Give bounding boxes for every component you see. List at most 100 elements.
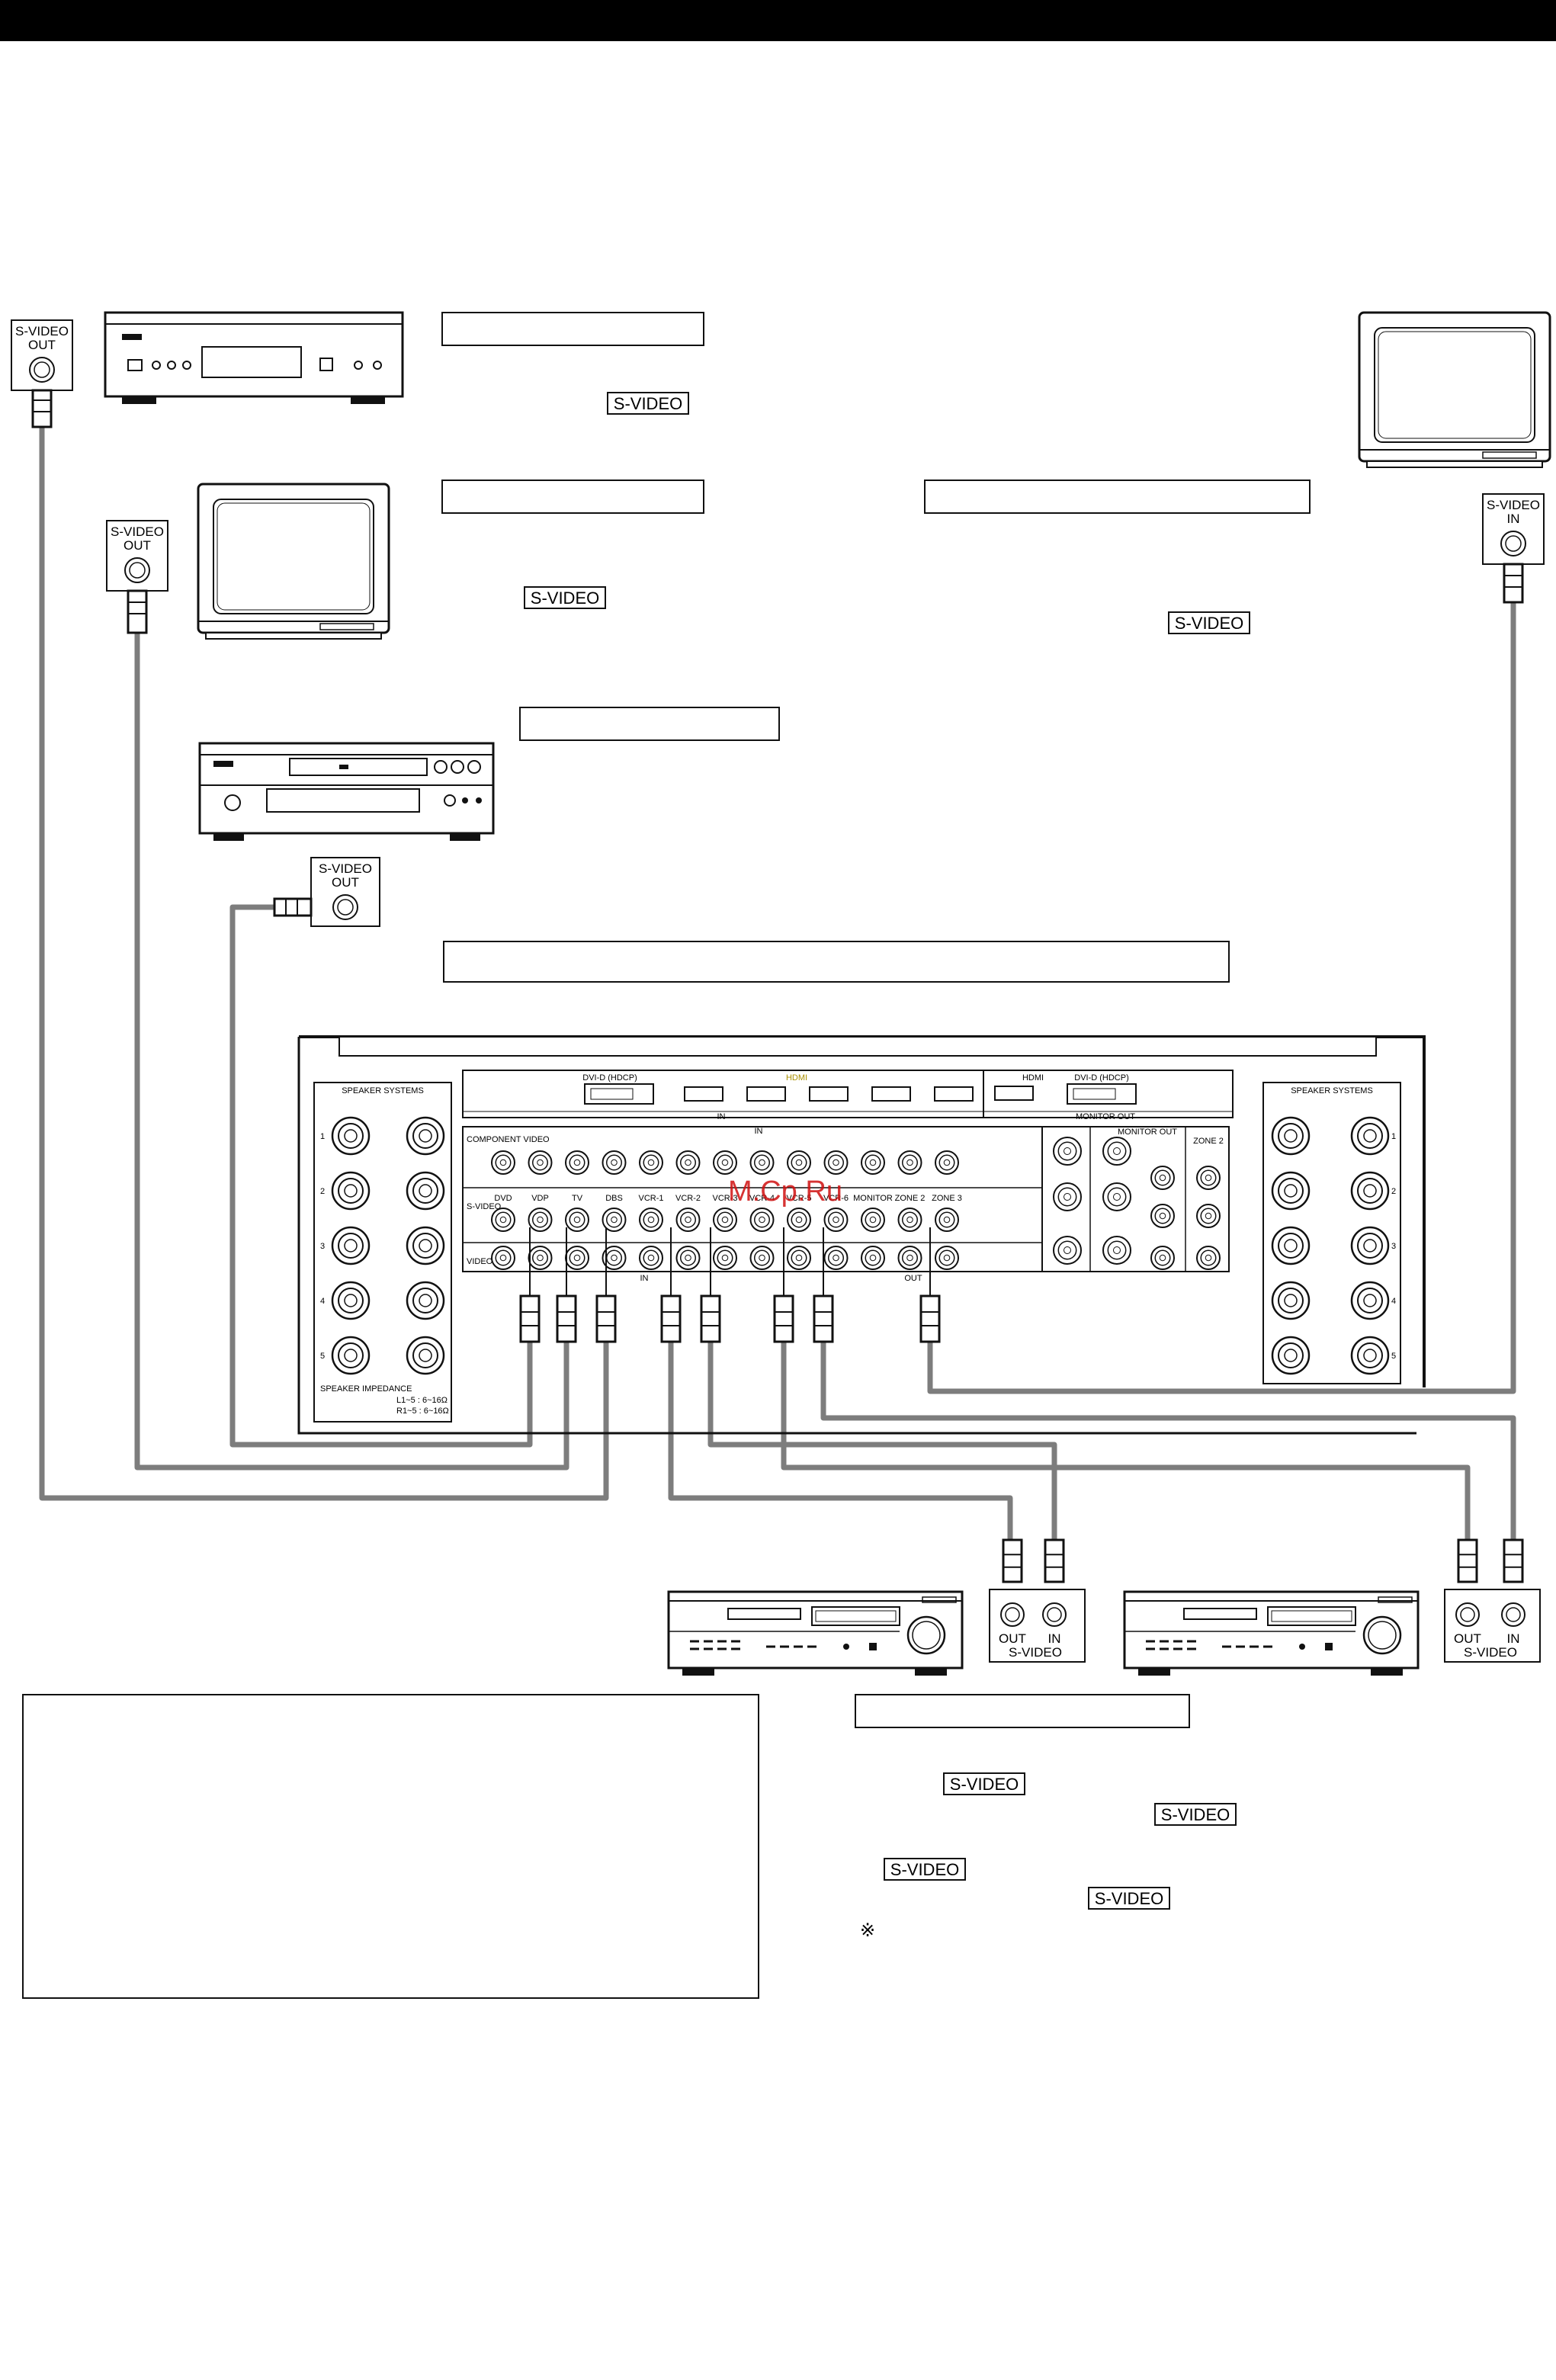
video-jack (823, 1246, 849, 1270)
speaker-terminal (406, 1171, 445, 1211)
vcr-svideo-plugs (1002, 1538, 1524, 1583)
svg-text:OUT: OUT (28, 338, 56, 352)
component-video-jack (749, 1150, 775, 1175)
component-video-jack (528, 1150, 553, 1175)
monitor-out-jack (1102, 1137, 1131, 1166)
svg-text:IN: IN (1507, 512, 1520, 526)
svideo-chip-2: S-VIDEO (524, 586, 606, 609)
svideo-plug (595, 1294, 617, 1343)
label-box-receiver (443, 941, 1230, 983)
svg-text:OUT: OUT (124, 538, 151, 553)
svideo-chip-1: S-VIDEO (607, 392, 689, 415)
svg-text:S-VIDEO: S-VIDEO (1095, 1889, 1163, 1908)
tv-left (197, 483, 390, 640)
source-label: VDP (531, 1194, 549, 1203)
component-video-jack (935, 1150, 959, 1175)
source-label: VCR-2 (675, 1194, 701, 1203)
source-label: TV (572, 1194, 583, 1203)
video-jack (713, 1246, 737, 1270)
terminal-number: 3 (1391, 1242, 1396, 1251)
speaker-terminal (331, 1171, 371, 1211)
terminal-number: 2 (1391, 1187, 1396, 1196)
source-label: VCR-6 (823, 1194, 849, 1203)
svg-text:COMPONENT VIDEO: COMPONENT VIDEO (467, 1135, 550, 1144)
component-video-jack (491, 1150, 515, 1175)
source-label: VCR-3 (712, 1194, 737, 1203)
cable-vcr1-in (707, 1342, 1057, 1540)
label-box-dvd-recorder (519, 707, 780, 741)
svideo-jack (639, 1208, 663, 1232)
svideo-chips: S-VIDEO S-VIDEO S-VIDEO S-VIDEO S-VIDEO … (524, 392, 1250, 1910)
hdmi-port (684, 1086, 723, 1102)
svg-text:VIDEO: VIDEO (467, 1257, 493, 1266)
terminal-number: 4 (1391, 1297, 1396, 1306)
video-jack (897, 1246, 922, 1270)
tv-right (1358, 311, 1551, 468)
source-label: MONITOR (853, 1194, 893, 1203)
speaker-terminal (1271, 1336, 1311, 1375)
svideo-jack (787, 1208, 811, 1232)
empty-label-boxes (22, 312, 1311, 1999)
vcr-1-svideo-panel: OUT IN S-VIDEO (989, 1589, 1086, 1663)
speaker-terminal (1350, 1171, 1390, 1211)
svideo-chip-6: S-VIDEO (884, 1858, 966, 1881)
svg-text:IN: IN (640, 1274, 649, 1283)
cable-vcr1-out (668, 1342, 1013, 1540)
hdmi-port (934, 1086, 974, 1102)
svideo-jack (749, 1208, 775, 1232)
note-box (22, 1694, 759, 1999)
dvd-player (104, 311, 404, 404)
speaker-terminal (1271, 1116, 1311, 1156)
svg-text:MONITOR OUT: MONITOR OUT (1118, 1127, 1177, 1137)
svideo-jack (897, 1208, 922, 1232)
svideo-chip-4: S-VIDEO (943, 1772, 1025, 1795)
svideo-chip-5: S-VIDEO (1154, 1803, 1237, 1826)
svg-text:S-VIDEO: S-VIDEO (1161, 1805, 1230, 1824)
svg-text:S-VIDEO: S-VIDEO (1009, 1645, 1062, 1660)
cables (39, 427, 1516, 1540)
label-box-dvd (441, 312, 704, 346)
svideo-jack (713, 1208, 737, 1232)
svideo-chip-3: S-VIDEO (1168, 611, 1250, 634)
source-label: VCR-5 (786, 1194, 811, 1203)
svg-text:S-VIDEO: S-VIDEO (614, 394, 682, 413)
video-jack (675, 1246, 701, 1270)
svg-text:S-VIDEO: S-VIDEO (950, 1775, 1019, 1794)
svg-text:IN: IN (1048, 1631, 1061, 1646)
svg-text:L1~5 : 6~16Ω: L1~5 : 6~16Ω (396, 1396, 448, 1405)
video-jack (787, 1246, 811, 1270)
source-label: ZONE 3 (932, 1194, 962, 1203)
svg-text:OUT: OUT (999, 1631, 1026, 1646)
source-label: VCR-4 (749, 1194, 775, 1203)
svideo-plug (1044, 1538, 1065, 1583)
speaker-terminal (1350, 1281, 1390, 1320)
svg-text:IN: IN (755, 1127, 763, 1136)
video-jack (639, 1246, 663, 1270)
vcr-2-svideo-panel: OUT IN S-VIDEO (1444, 1589, 1541, 1663)
speaker-terminal (406, 1226, 445, 1265)
cable-monitor (927, 602, 1516, 1394)
watermark: M.Cp.Ru (728, 1176, 842, 1208)
svideo-jack (491, 1208, 515, 1232)
speaker-terminal (1271, 1171, 1311, 1211)
label-box-vcr (855, 1694, 1190, 1728)
svg-text:DVI-D (HDCP): DVI-D (HDCP) (1074, 1073, 1129, 1083)
header-bar (0, 0, 1556, 41)
terminal-number: 1 (320, 1132, 325, 1141)
svg-text:S-VIDEO: S-VIDEO (890, 1860, 959, 1879)
speaker-terminal (331, 1336, 371, 1375)
source-label: DVD (494, 1194, 512, 1203)
svg-text:S-VIDEO: S-VIDEO (1175, 614, 1243, 633)
svg-text:S-VIDEO: S-VIDEO (1464, 1645, 1517, 1660)
label-box-monitor (924, 480, 1311, 514)
monitor-out-jack (1053, 1182, 1082, 1211)
monitor-out-jack (1053, 1236, 1082, 1265)
hdmi-port (746, 1086, 786, 1102)
video-jack (749, 1246, 775, 1270)
svideo-out-jack-2: S-VIDEO OUT (106, 520, 168, 634)
svg-text:OUT: OUT (1454, 1631, 1481, 1646)
svideo-jack (823, 1208, 849, 1232)
svg-text:S-VIDEO: S-VIDEO (111, 524, 164, 539)
